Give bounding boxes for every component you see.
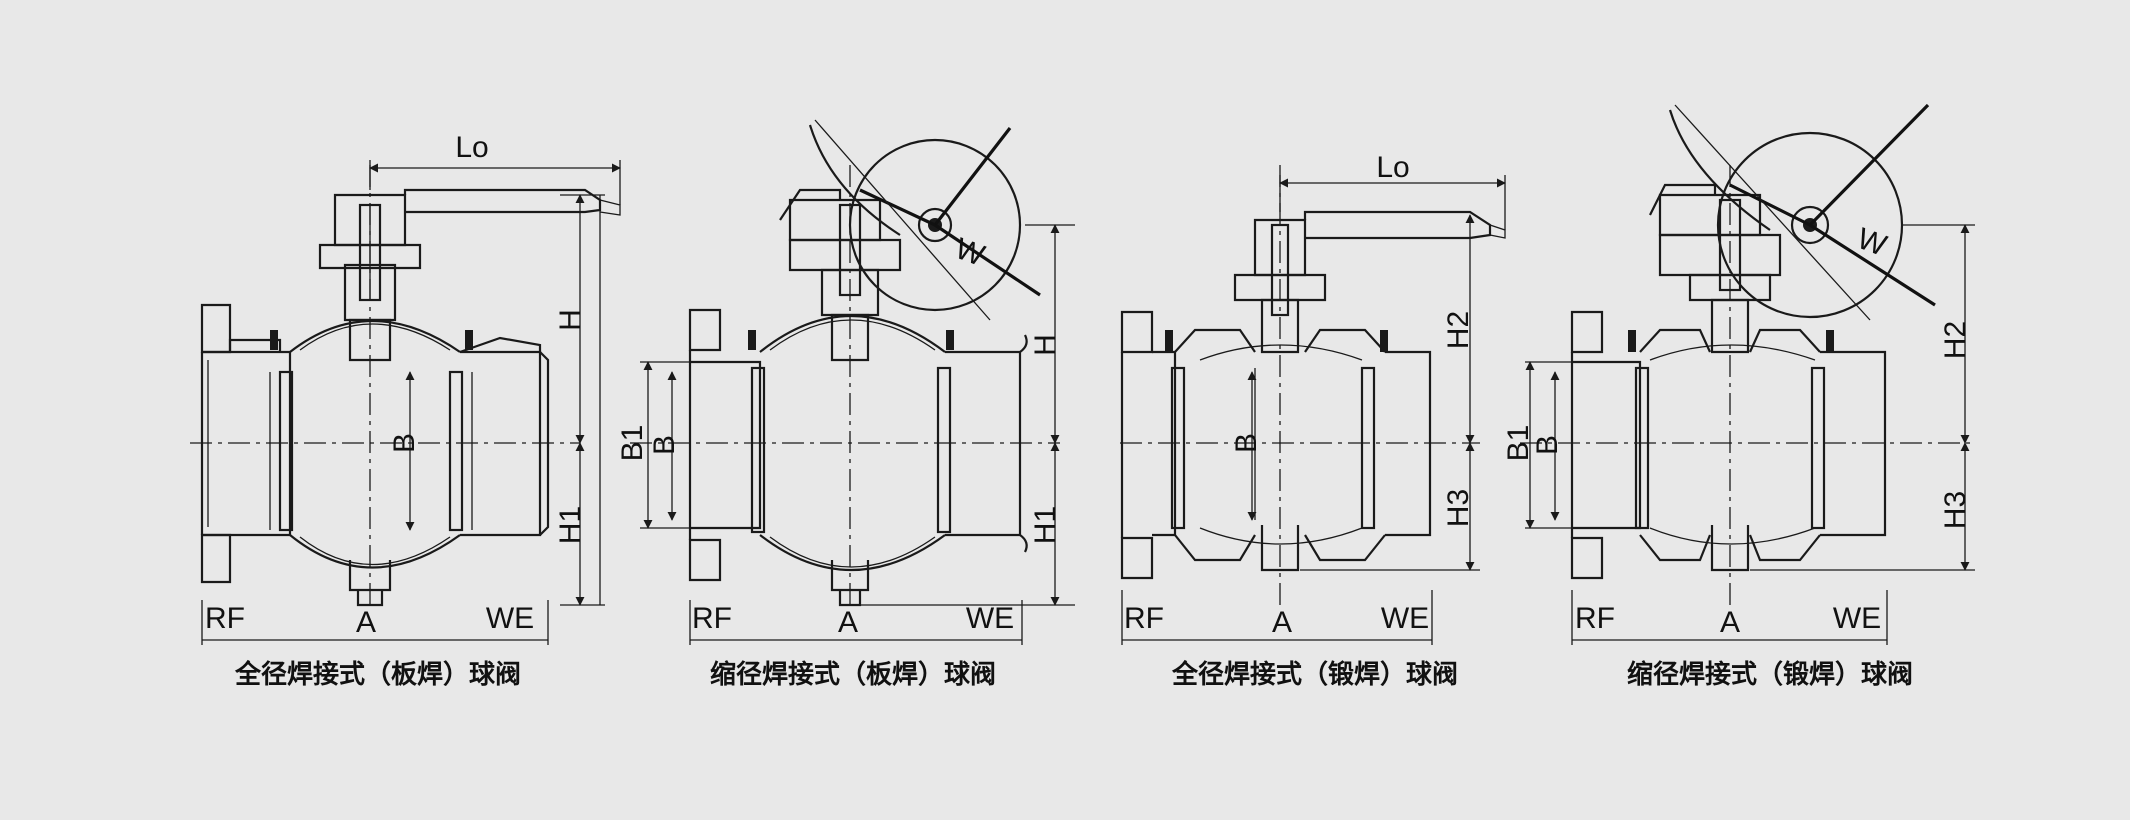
v1-end-a: A bbox=[356, 606, 376, 639]
v3-dim-h2: H2 bbox=[1442, 311, 1475, 349]
v4-dim-b1: B1 bbox=[1502, 425, 1535, 462]
v3-dim-lo: Lo bbox=[1376, 151, 1409, 184]
valve-4-drawing bbox=[1520, 103, 1975, 645]
v2-end-we: WE bbox=[966, 602, 1014, 635]
v3-end-a: A bbox=[1272, 606, 1292, 639]
v3-dim-h3: H3 bbox=[1442, 489, 1475, 527]
v3-end-rf: RF bbox=[1124, 602, 1164, 635]
v4-end-we: WE bbox=[1833, 602, 1881, 635]
v4-end-a: A bbox=[1720, 606, 1740, 639]
v3-caption: 全径焊接式（锻焊）球阀 bbox=[1171, 659, 1458, 690]
v2-dim-b1: B1 bbox=[616, 425, 649, 462]
v1-dim-b: B bbox=[388, 433, 421, 453]
v4-dim-h2: H2 bbox=[1939, 321, 1972, 359]
v1-end-rf: RF bbox=[205, 602, 245, 635]
v3-dim-b: B bbox=[1230, 433, 1263, 453]
v2-handwheel bbox=[848, 138, 1022, 312]
v2-end-rf: RF bbox=[692, 602, 732, 635]
valve-3-drawing bbox=[1120, 165, 1506, 645]
v1-end-we: WE bbox=[486, 602, 534, 635]
v2-dim-h: H bbox=[1029, 334, 1062, 356]
v2-end-a: A bbox=[838, 606, 858, 639]
v2-caption: 缩径焊接式（板焊）球阀 bbox=[710, 659, 996, 690]
valve-2-drawing bbox=[630, 119, 1075, 645]
v1-dim-lo: Lo bbox=[455, 131, 488, 164]
v1-flange-bottom bbox=[200, 533, 232, 584]
v1-dim-h: H bbox=[554, 309, 587, 331]
v1-flange-top bbox=[200, 303, 232, 354]
v2-dim-b: B bbox=[648, 435, 681, 455]
v1-caption: 全径焊接式（板焊）球阀 bbox=[234, 659, 521, 690]
v3-end-we: WE bbox=[1381, 602, 1429, 635]
valve-1-drawing bbox=[190, 160, 621, 645]
v4-caption: 缩径焊接式（锻焊）球阀 bbox=[1627, 659, 1913, 690]
v4-dim-b: B bbox=[1531, 435, 1564, 455]
v4-end-rf: RF bbox=[1575, 602, 1615, 635]
v2-dim-h1: H1 bbox=[1029, 506, 1062, 544]
v4-dim-h3: H3 bbox=[1939, 491, 1972, 529]
v1-dim-h1: H1 bbox=[554, 506, 587, 544]
